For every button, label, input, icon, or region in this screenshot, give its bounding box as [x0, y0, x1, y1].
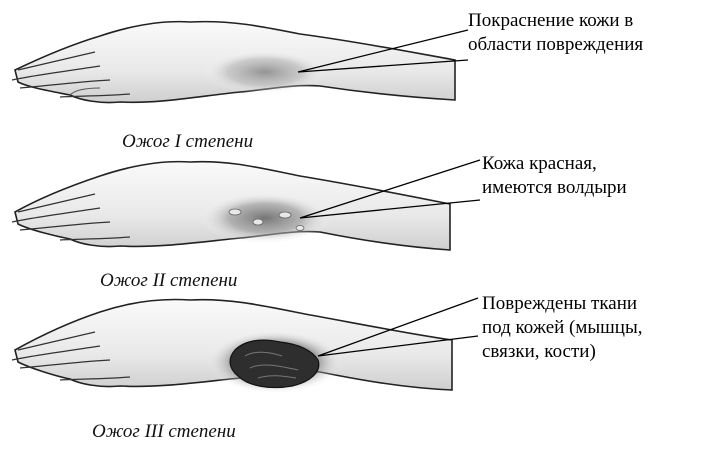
callout-2-line-1: Кожа красная, — [482, 152, 627, 176]
hand-illustration-first-degree — [12, 22, 455, 103]
caption-first-degree: Ожог I степени — [122, 131, 253, 153]
hand-illustration-second-degree — [12, 162, 450, 250]
callout-text-second-degree: Кожа красная, имеются волдыри — [482, 152, 627, 200]
callout-1-line-1: Покраснение кожи в — [468, 9, 643, 33]
callout-text-first-degree: Покраснение кожи в области повреждения — [468, 9, 643, 57]
caption-second-degree: Ожог II степени — [100, 270, 237, 292]
hand-illustration-third-degree — [12, 300, 452, 395]
callout-3-line-3: связки, кости) — [482, 340, 643, 364]
callout-2-line-2: имеются волдыри — [482, 176, 627, 200]
callout-text-third-degree: Повреждены ткани под кожей (мышцы, связк… — [482, 292, 643, 364]
caption-third-degree: Ожог III степени — [92, 421, 236, 443]
callout-1-line-2: области повреждения — [468, 33, 643, 57]
callout-3-line-2: под кожей (мышцы, — [482, 316, 643, 340]
callout-3-line-1: Повреждены ткани — [482, 292, 643, 316]
